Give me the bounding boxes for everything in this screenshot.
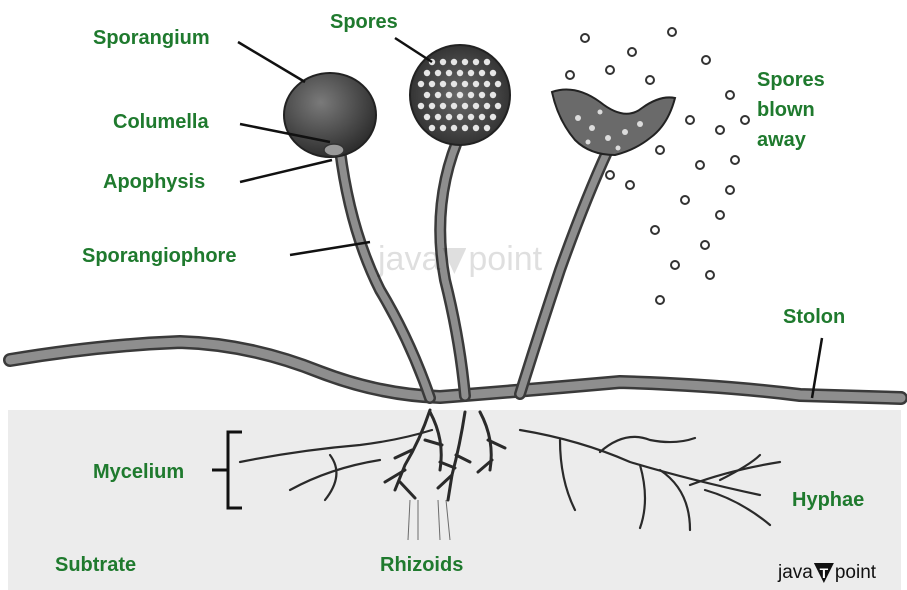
blown-spores xyxy=(566,28,749,304)
sporangium-dark xyxy=(284,73,376,157)
label-mycelium: Mycelium xyxy=(93,460,184,484)
label-sporangiophore: Sporangiophore xyxy=(82,244,236,268)
label-spores-blown-away-2: blown xyxy=(757,98,815,122)
label-spores-blown-away-3: away xyxy=(757,128,806,152)
label-sporangium: Sporangium xyxy=(93,26,210,50)
label-subtrate: Subtrate xyxy=(55,553,136,577)
label-rhizoids: Rhizoids xyxy=(380,553,463,577)
label-stolon: Stolon xyxy=(783,305,845,329)
label-columella: Columella xyxy=(113,110,209,134)
label-apophysis: Apophysis xyxy=(103,170,205,194)
javatpoint-logo: javaTpoint xyxy=(778,562,876,584)
label-hyphae: Hyphae xyxy=(792,488,864,512)
label-spores-blown-away-1: Spores xyxy=(757,68,825,92)
watermark: javapoint xyxy=(378,240,542,279)
sporangium-with-spores xyxy=(410,45,510,145)
burst-sporangium xyxy=(552,90,675,155)
label-spores: Spores xyxy=(330,10,398,34)
